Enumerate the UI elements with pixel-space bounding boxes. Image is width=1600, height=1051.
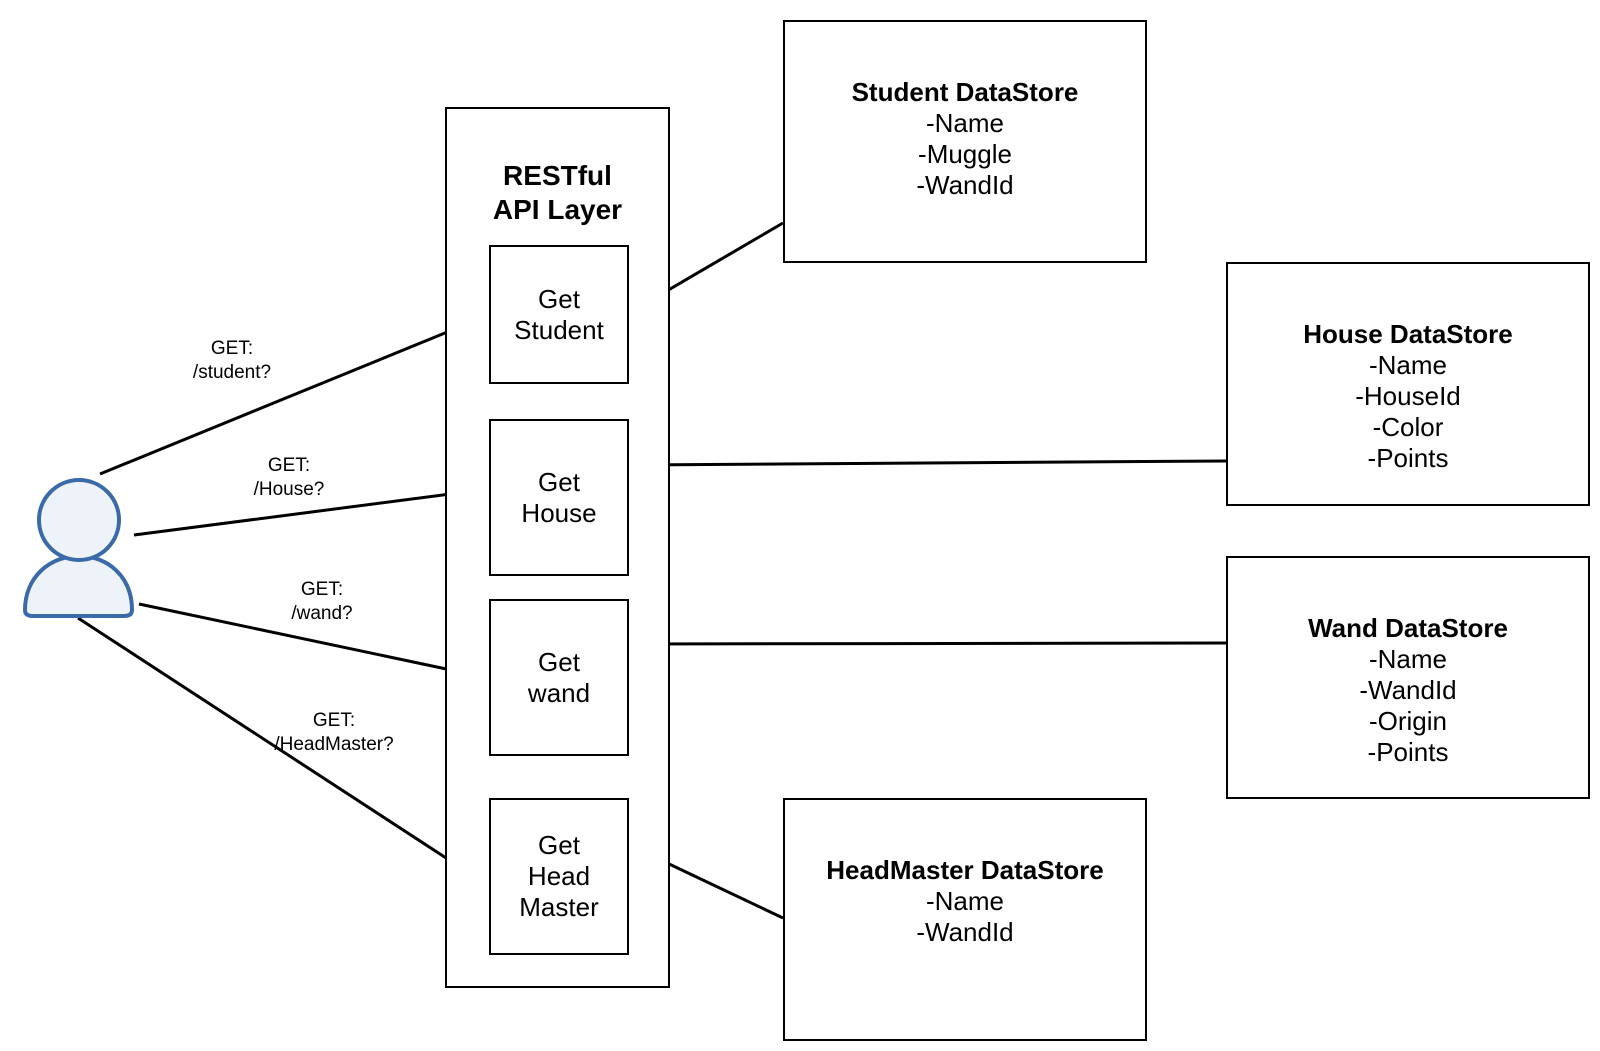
endpoint-label-line: Get xyxy=(538,830,580,860)
request-arrow-headmaster xyxy=(77,616,487,886)
api-layer-title-line2: API Layer xyxy=(492,194,623,225)
link-house-datastore xyxy=(628,459,1227,467)
datastore-field: -Name xyxy=(1368,644,1447,674)
request-method: GET: xyxy=(312,710,356,731)
datastore-field: -Muggle xyxy=(918,139,1012,169)
datastore-title: Wand DataStore xyxy=(1308,613,1508,643)
endpoint-label-line: Get xyxy=(538,466,580,497)
endpoint-label-line: Student xyxy=(514,314,604,345)
datastore-field: -Name xyxy=(1368,350,1447,380)
endpoint-label-line: Master xyxy=(519,892,599,922)
request-path: /wand? xyxy=(291,603,353,624)
headmaster-datastore: HeadMaster DataStore -Name -WandId xyxy=(783,798,1147,1041)
request-label-house: GET: /House? xyxy=(254,454,325,502)
request-label-headmaster: GET: /HeadMaster? xyxy=(274,709,393,757)
request-method: GET: xyxy=(300,579,344,600)
request-path: /student? xyxy=(192,362,272,383)
request-path: /House? xyxy=(253,479,325,500)
datastore-field: -Points xyxy=(1367,443,1449,473)
wand-datastore: Wand DataStore -Name -WandId -Origin -Po… xyxy=(1226,556,1590,799)
datastore-field: -WandId xyxy=(916,917,1014,947)
request-method: GET: xyxy=(267,455,311,476)
request-method: GET: xyxy=(210,338,254,359)
request-arrow-house xyxy=(133,484,490,537)
api-layer-title: RESTful API Layer xyxy=(447,159,668,227)
endpoint-get-wand[interactable]: Get wand xyxy=(489,599,629,756)
student-datastore: Student DataStore -Name -Muggle -WandId xyxy=(783,20,1147,263)
datastore-title: House DataStore xyxy=(1303,319,1513,349)
datastore-field: -Color xyxy=(1372,412,1444,442)
link-wand-datastore xyxy=(628,641,1227,646)
datastore-field: -WandId xyxy=(916,170,1014,200)
datastore-field: -Origin xyxy=(1368,706,1447,736)
endpoint-label-line: Get xyxy=(538,283,580,314)
datastore-field: -Points xyxy=(1367,737,1449,767)
api-layer-title-line1: RESTful xyxy=(503,160,612,191)
endpoint-label-line: House xyxy=(521,497,597,528)
request-label-wand: GET: /wand? xyxy=(291,578,352,626)
datastore-field: -Name xyxy=(925,108,1004,138)
endpoint-label-line: Get xyxy=(538,646,580,677)
endpoint-get-house[interactable]: Get House xyxy=(489,419,629,576)
endpoint-get-headmaster[interactable]: Get Head Master xyxy=(489,798,629,955)
request-label-student: GET: /student? xyxy=(193,337,271,385)
datastore-field: -Name xyxy=(925,886,1004,916)
datastore-field: -HouseId xyxy=(1355,381,1461,411)
request-path: /HeadMaster? xyxy=(274,734,394,755)
house-datastore: House DataStore -Name -HouseId -Color -P… xyxy=(1226,262,1590,506)
endpoint-label-line: wand xyxy=(527,677,591,708)
datastore-title: HeadMaster DataStore xyxy=(826,855,1104,885)
datastore-field: -WandId xyxy=(1359,675,1457,705)
endpoint-get-student[interactable]: Get Student xyxy=(489,245,629,384)
endpoint-label-line: Head xyxy=(527,861,591,891)
request-arrow-student xyxy=(99,313,490,476)
user-icon xyxy=(22,478,135,618)
request-arrow-wand xyxy=(138,602,490,682)
datastore-title: Student DataStore xyxy=(851,77,1079,107)
